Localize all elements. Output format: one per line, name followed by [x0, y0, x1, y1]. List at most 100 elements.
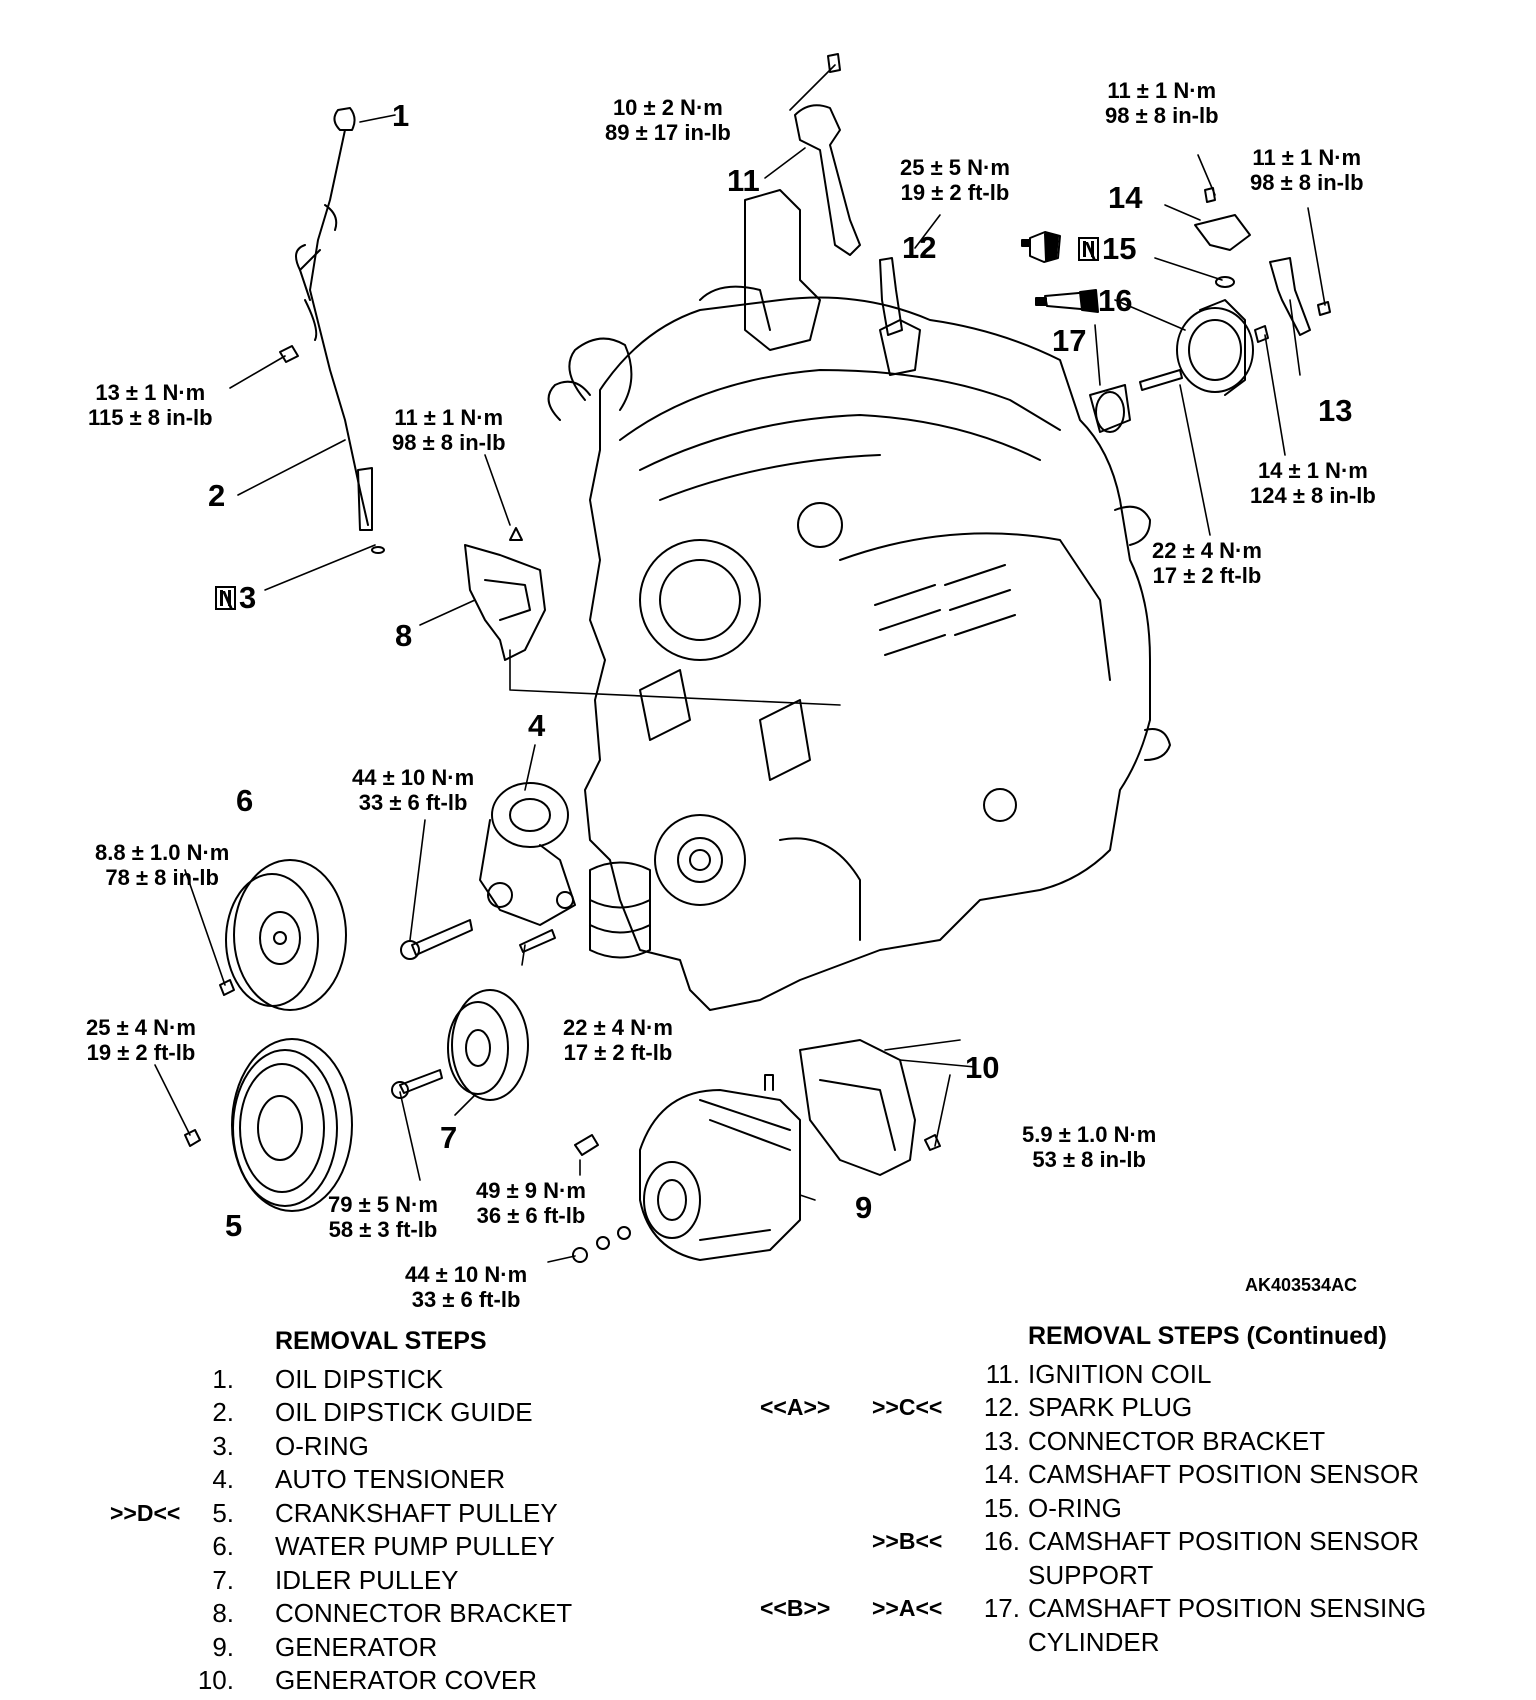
oil-dipstick [295, 107, 373, 531]
camshaft-position-sensor [1194, 187, 1251, 251]
step-label: O-RING [1028, 1492, 1122, 1523]
step-label: AUTO TENSIONER [275, 1464, 506, 1494]
engine-block [547, 189, 1171, 1011]
grease-tube-icon [1035, 289, 1099, 313]
step-label: GENERATOR [275, 1631, 438, 1662]
generator-cover [799, 1039, 941, 1176]
removal-steps-continued-list: REMOVAL STEPS (Continued) 11.IGNITION CO… [760, 1320, 1460, 1659]
procedure-reference-mark: >>C<< [872, 1394, 943, 1420]
sealant-icon [1021, 231, 1061, 263]
step-number: 10. [197, 1665, 234, 1695]
water-pump-pulley [219, 859, 347, 1011]
callout-6: 6 [236, 783, 254, 818]
step-label: CAMSHAFT POSITION SENSOR [1028, 1459, 1420, 1489]
step-number: 9. [212, 1631, 234, 1662]
list-item: 15. O-RING [760, 1492, 1460, 1526]
step-label: GENERATOR COVER [275, 1665, 537, 1695]
leader-lines [154, 64, 1326, 1263]
step-label: SUPPORT [1028, 1559, 1154, 1590]
step-number: 2. [212, 1397, 234, 1427]
procedure-reference-mark: <<A>> [760, 1394, 831, 1420]
step-number: 6. [212, 1531, 234, 1561]
list-item: 1. OIL DIPSTICK [110, 1363, 670, 1397]
list-item: <<B>>>>A<<17.CAMSHAFT POSITION SENSING [760, 1592, 1460, 1626]
crankshaft-pulley [184, 1038, 353, 1212]
step-number: 1. [212, 1363, 234, 1394]
step-label: IGNITION COIL [1028, 1358, 1212, 1389]
new-part-icon [215, 586, 236, 610]
step-number: 5. [212, 1497, 234, 1528]
step-number: 14. [983, 1459, 1020, 1489]
callout-15: 15 [1078, 233, 1136, 265]
list-item: 6. WATER PUMP PULLEY [110, 1530, 670, 1564]
step-label: CRANKSHAFT PULLEY [275, 1497, 558, 1528]
callout-1: 1 [392, 98, 410, 133]
bolt [279, 345, 299, 363]
list-item: 14. CAMSHAFT POSITION SENSOR [760, 1458, 1460, 1492]
connector-bracket-8 [464, 527, 546, 661]
step-label: IDLER PULLEY [275, 1564, 459, 1595]
procedure-reference-mark: <<B>> [760, 1595, 831, 1621]
list-item: CYLINDER [760, 1626, 1460, 1660]
o-ring-15 [1215, 276, 1235, 288]
new-part-icon [1078, 237, 1099, 261]
step-number: 4. [212, 1464, 234, 1494]
step-number: 8. [212, 1598, 234, 1628]
step-number: 15. [983, 1492, 1020, 1523]
callout-17: 17 [1052, 323, 1087, 358]
step-label: O-RING [275, 1430, 369, 1461]
list-item: 3. O-RING [110, 1430, 670, 1464]
list-item: 2. OIL DIPSTICK GUIDE [110, 1396, 670, 1430]
step-label: SPARK PLUG [1028, 1392, 1193, 1422]
list-item: 9. GENERATOR [110, 1631, 670, 1665]
list-item: 7. IDLER PULLEY [110, 1564, 670, 1598]
callout-13: 13 [1318, 393, 1353, 428]
step-number: 12. [983, 1392, 1020, 1422]
generator [572, 1074, 801, 1263]
step-number: 3. [212, 1430, 234, 1461]
callout-4: 4 [528, 708, 546, 743]
step-label: CAMSHAFT POSITION SENSOR [1028, 1526, 1420, 1556]
list-item: 4. AUTO TENSIONER [110, 1463, 670, 1497]
figure-code: AK403534AC [1245, 1275, 1358, 1295]
ignition-coil [794, 53, 861, 256]
step-label: CONNECTOR BRACKET [275, 1598, 573, 1628]
callout-8: 8 [395, 618, 413, 653]
list-item: >>B<< 16. CAMSHAFT POSITION SENSOR [760, 1525, 1460, 1559]
callout-9: 9 [855, 1190, 873, 1225]
callout-10: 10 [965, 1050, 1000, 1085]
procedure-reference-mark: >>B<< [872, 1528, 943, 1554]
step-number: 17. [983, 1593, 1020, 1623]
camshaft-position-sensing-cylinder [1089, 369, 1183, 433]
step-number: 16. [983, 1526, 1020, 1556]
removal-steps-continued-title: REMOVAL STEPS (Continued) [1028, 1322, 1387, 1350]
camshaft-position-sensor-support [1176, 299, 1254, 396]
o-ring-small [371, 546, 385, 554]
step-label: WATER PUMP PULLEY [275, 1531, 555, 1561]
step-label: OIL DIPSTICK [275, 1363, 444, 1394]
callout-7: 7 [440, 1120, 458, 1155]
step-label: OIL DIPSTICK GUIDE [275, 1397, 533, 1427]
procedure-reference-mark: >>D<< [110, 1499, 181, 1526]
list-item: SUPPORT [760, 1559, 1460, 1593]
step-number: 7. [212, 1564, 234, 1595]
step-label: CAMSHAFT POSITION SENSING [1028, 1593, 1427, 1623]
idler-pulley [391, 989, 529, 1101]
spark-plug [879, 257, 903, 336]
